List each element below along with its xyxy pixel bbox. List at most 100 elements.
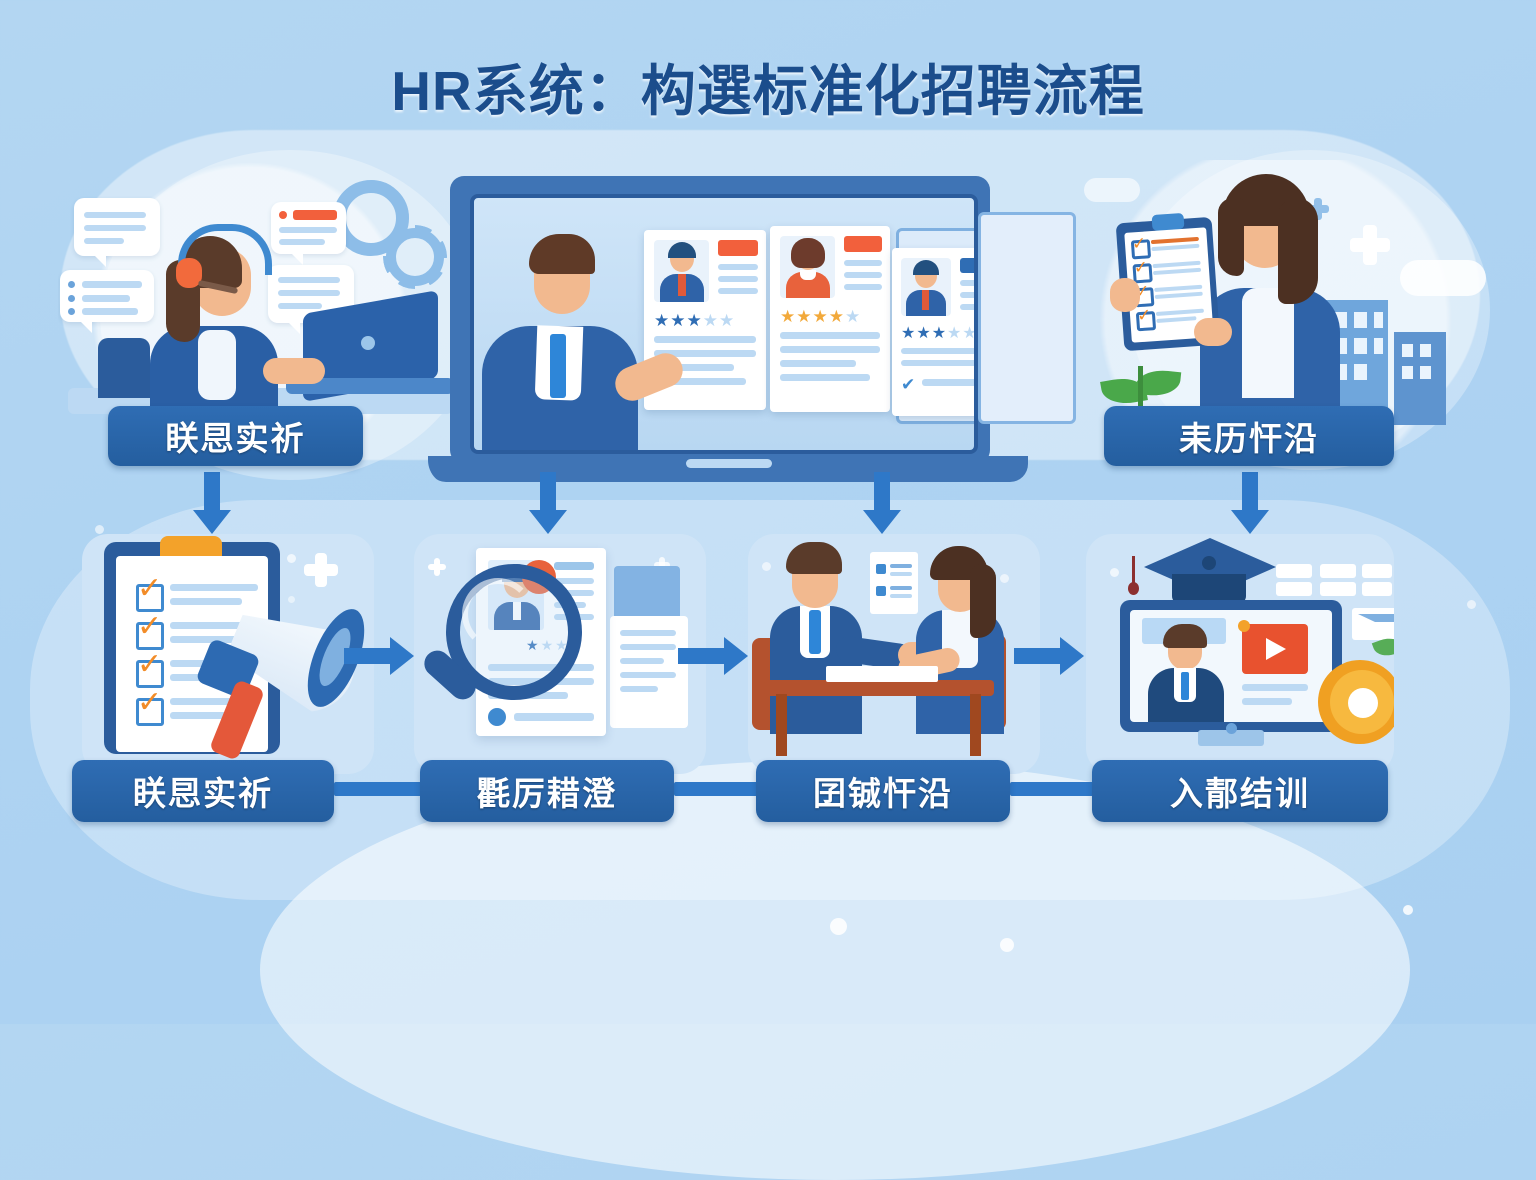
laptop-base [286, 378, 454, 394]
arrow-down-platform-to-interview [862, 472, 902, 534]
plus-icon-small [659, 557, 665, 573]
sparkle-dot [1000, 574, 1009, 583]
arrow-right-resume-to-interview [678, 636, 748, 676]
evaluator-shirt [1242, 288, 1294, 398]
label-onboarding[interactable]: 入郬结训 [1092, 760, 1388, 822]
label-interview[interactable]: 囝铖忓沿 [756, 760, 1010, 822]
side-panel-document [978, 212, 1076, 424]
list-line [1154, 284, 1203, 293]
check-icon: ✓ [137, 572, 163, 605]
candidate-card[interactable]: ★★★★★ ✔ [892, 248, 974, 416]
label-text: 囝铖忓沿 [813, 775, 953, 812]
gear-icon [386, 228, 444, 286]
sparkle-dot [762, 562, 771, 571]
checkbox[interactable] [136, 698, 164, 726]
sparkle-dot [1403, 905, 1413, 915]
label-consultation[interactable]: 眹㤙实祈 [108, 406, 363, 466]
pill-connector [1010, 782, 1094, 796]
graduation-cap-tassel-knot [1128, 582, 1139, 595]
mail-icon [1352, 608, 1394, 640]
status-badge [844, 236, 882, 252]
plus-icon [315, 553, 327, 587]
building-window [1354, 312, 1367, 328]
desk-leg [776, 694, 787, 756]
building-window [1374, 338, 1383, 354]
laptop-screen: ★★★★★ ★★★★★ [470, 194, 978, 454]
label-text: 眹㤙实祈 [165, 420, 306, 457]
evaluator-hair-side [1278, 198, 1318, 304]
headset-earpiece [176, 258, 202, 288]
avatar [780, 236, 835, 298]
chair [98, 338, 150, 398]
sparkle-dot [1000, 938, 1014, 952]
scene-hr-consultant [58, 160, 458, 450]
label-resume-screening[interactable]: 氍厉耤澄 [420, 760, 674, 822]
speaker-hair [1163, 624, 1207, 648]
list-placeholder [1362, 564, 1392, 578]
document-front [610, 616, 688, 728]
check-icon: ✓ [1133, 257, 1149, 278]
evaluator-hand [1110, 278, 1140, 312]
checkbox[interactable] [136, 584, 164, 612]
status-badge [960, 258, 974, 273]
label-job-posting[interactable]: 眹㤙实祈 [72, 760, 334, 822]
check-icon: ✓ [137, 648, 163, 681]
pill-connector [674, 782, 758, 796]
arrow-right-interview-to-training [1014, 636, 1086, 676]
note-document [870, 552, 918, 614]
plus-icon [1363, 225, 1377, 265]
consultant-shirt [198, 330, 236, 400]
arrow-down-platform-to-resume [528, 472, 568, 534]
headset-icon [178, 224, 272, 275]
label-text: 眹㤙实祈 [133, 775, 273, 812]
laptop-notch [686, 459, 772, 468]
evaluator-hair-side [1218, 198, 1244, 276]
plus-icon-small [434, 558, 440, 576]
sparkle-dot [287, 554, 296, 563]
arrow-right-publish-to-resume [344, 636, 414, 676]
building-window [1354, 338, 1367, 354]
sparkle-dot [288, 596, 295, 603]
check-icon: ✓ [137, 686, 163, 719]
background-blob-large [260, 760, 1410, 1180]
interviewer-tie [809, 610, 821, 654]
scene-resume-screening: ★★★ [414, 534, 706, 774]
recruiter-tie [550, 334, 566, 398]
coin-icon-center [1348, 688, 1378, 718]
plant-stem [1138, 366, 1143, 418]
graduation-cap-tassel [1132, 556, 1135, 584]
desk-leg [970, 694, 981, 756]
list-line [170, 598, 242, 605]
building-window [1420, 366, 1431, 379]
list-line [1150, 236, 1199, 245]
list-line [170, 636, 242, 643]
avatar [654, 240, 709, 302]
star-rating: ★★★★★ [654, 311, 736, 330]
building-window [1354, 364, 1367, 380]
arrow-down-eval-to-training [1230, 472, 1270, 534]
monitor-stand [1198, 730, 1264, 746]
graduation-cap-base [1172, 574, 1246, 604]
label-text: 氍厉耤澄 [477, 775, 617, 812]
chat-bubble [74, 198, 160, 267]
candidate-card[interactable]: ★★★★★ [770, 226, 890, 412]
check-icon: ✓ [137, 610, 163, 643]
monitor-indicator [1226, 723, 1237, 734]
scene-interview [748, 534, 1040, 774]
checkbox[interactable] [136, 660, 164, 688]
plus-icon-small [1314, 198, 1322, 220]
status-badge [718, 240, 758, 256]
scene-onboarding-training [1086, 534, 1394, 774]
speaker-tie [1181, 672, 1189, 700]
label-evaluation[interactable]: 耒历忓沿 [1104, 406, 1394, 466]
list-line [1152, 260, 1201, 269]
infographic-canvas: HR系统：构選标准化招聘流程 [0, 0, 1536, 1024]
label-text: 耒历忓沿 [1179, 420, 1319, 457]
list-line [1154, 291, 1203, 300]
checkbox[interactable] [136, 622, 164, 650]
chat-bubble-highlight [271, 202, 346, 265]
list-placeholder [1320, 582, 1356, 596]
sparkle-dot [830, 918, 847, 935]
list-placeholder [1320, 564, 1356, 578]
list-placeholder [1276, 564, 1312, 578]
